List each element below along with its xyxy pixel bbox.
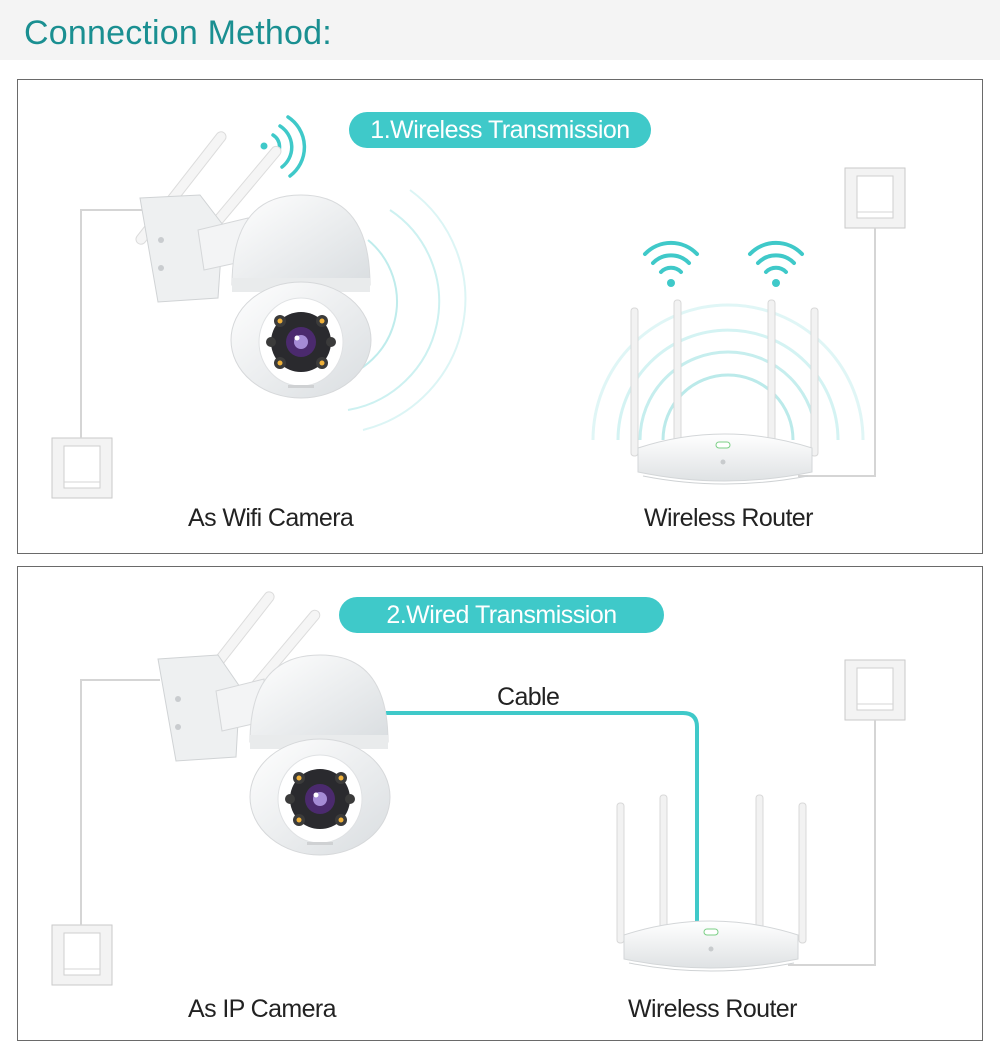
wireless-panel: 1.Wireless Transmission As Wifi Camera W… xyxy=(17,79,983,554)
wifi-camera-label: As Wifi Camera xyxy=(188,504,354,532)
power-cable xyxy=(788,720,876,966)
wireless-router-icon xyxy=(616,794,807,972)
page-title: Connection Method: xyxy=(24,14,332,52)
wired-panel: 2.Wired Transmission Cable As IP Camera … xyxy=(17,566,983,1041)
power-cable xyxy=(80,209,158,438)
header-bar: Connection Method: xyxy=(0,0,1000,60)
cable-label: Cable xyxy=(497,683,560,711)
signal-waves xyxy=(591,303,865,441)
power-outlet-icon xyxy=(844,659,906,721)
ip-camera-label: As IP Camera xyxy=(188,995,337,1023)
wireless-transmission-badge: 1.Wireless Transmission xyxy=(349,112,651,148)
wifi-signal-icon xyxy=(643,240,804,287)
wireless-router-label: Wireless Router xyxy=(628,995,797,1023)
wireless-router-icon xyxy=(630,299,819,485)
ptz-camera-icon xyxy=(135,131,467,431)
power-outlet-icon xyxy=(844,167,906,229)
ethernet-cable xyxy=(386,711,699,927)
wired-illustration xyxy=(51,591,906,986)
power-cable xyxy=(80,679,160,925)
power-outlet-icon xyxy=(51,437,113,499)
wireless-illustration xyxy=(51,115,906,499)
wireless-router-label: Wireless Router xyxy=(644,504,813,532)
ptz-camera-icon xyxy=(157,591,391,856)
wired-transmission-badge: 2.Wired Transmission xyxy=(339,597,664,633)
power-outlet-icon xyxy=(51,924,113,986)
power-cable xyxy=(798,228,876,477)
